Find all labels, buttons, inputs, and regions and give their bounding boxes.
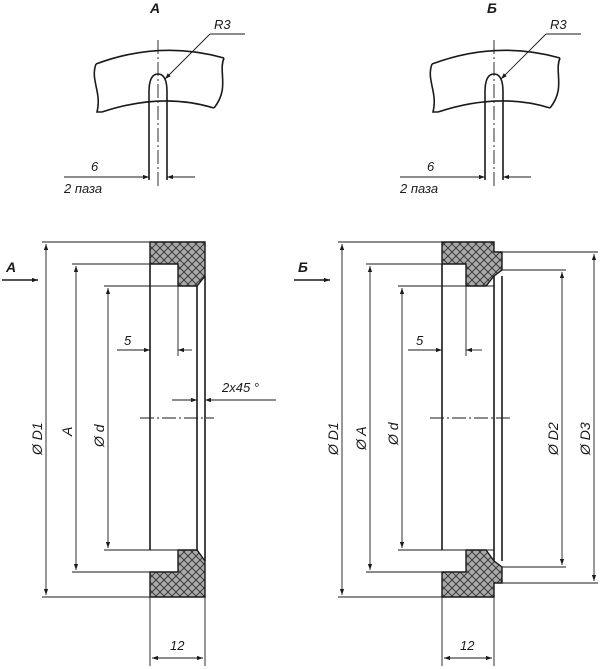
view-arrow-letter: Б bbox=[298, 259, 308, 275]
slot-count-label: 2 паза bbox=[399, 181, 438, 196]
break-line-left bbox=[429, 63, 438, 113]
segment-outer-arc bbox=[95, 49, 225, 65]
seal-section-bottom bbox=[441, 549, 503, 598]
segment-outer-arc bbox=[431, 49, 561, 65]
segment-inner-arc bbox=[437, 100, 551, 113]
detail-view-b: Б R3 6 2 паза bbox=[399, 0, 581, 196]
radius-leader bbox=[500, 33, 547, 80]
dim-width-label: 12 bbox=[460, 638, 475, 653]
dim-d1-label: Ø D1 bbox=[29, 422, 45, 456]
view-letter: Б bbox=[487, 0, 497, 16]
slot-count-label: 2 паза bbox=[63, 181, 102, 196]
radius-label: R3 bbox=[214, 17, 231, 32]
section-view-b: Б 12 bbox=[294, 241, 598, 666]
dim-d1-label: Ø D1 bbox=[325, 422, 341, 456]
dim-depth-label: 5 bbox=[124, 333, 132, 348]
detail-view-a: А R3 6 2 паза bbox=[63, 0, 245, 196]
seal-section-top bbox=[441, 241, 503, 287]
dim-d-label: Ø d bbox=[385, 421, 401, 446]
dim-width-label: 12 bbox=[170, 638, 185, 653]
section-view-a: А 12 5 bbox=[2, 241, 276, 666]
seal-section-bottom bbox=[149, 549, 206, 598]
dim-d2-label: Ø D2 bbox=[545, 422, 561, 456]
dim-d3-label: Ø D3 bbox=[577, 422, 593, 456]
break-line-right bbox=[549, 57, 561, 109]
dim-d-label: Ø d bbox=[91, 423, 107, 448]
view-letter: А bbox=[149, 0, 160, 16]
radius-leader bbox=[164, 33, 211, 80]
dim-a-label: A bbox=[59, 427, 75, 437]
seal-section-top bbox=[149, 241, 206, 287]
break-line-left bbox=[93, 63, 102, 113]
slot-width-label: 6 bbox=[427, 159, 435, 174]
dim-chamfer-label: 2x45 ° bbox=[221, 380, 259, 395]
radius-label: R3 bbox=[550, 17, 567, 32]
segment-inner-arc bbox=[101, 100, 215, 113]
break-line-right bbox=[213, 57, 225, 109]
dim-a-label: Ø A bbox=[353, 426, 369, 451]
dim-depth-label: 5 bbox=[416, 333, 424, 348]
slot-width-label: 6 bbox=[91, 159, 99, 174]
view-arrow-letter: А bbox=[5, 259, 16, 275]
